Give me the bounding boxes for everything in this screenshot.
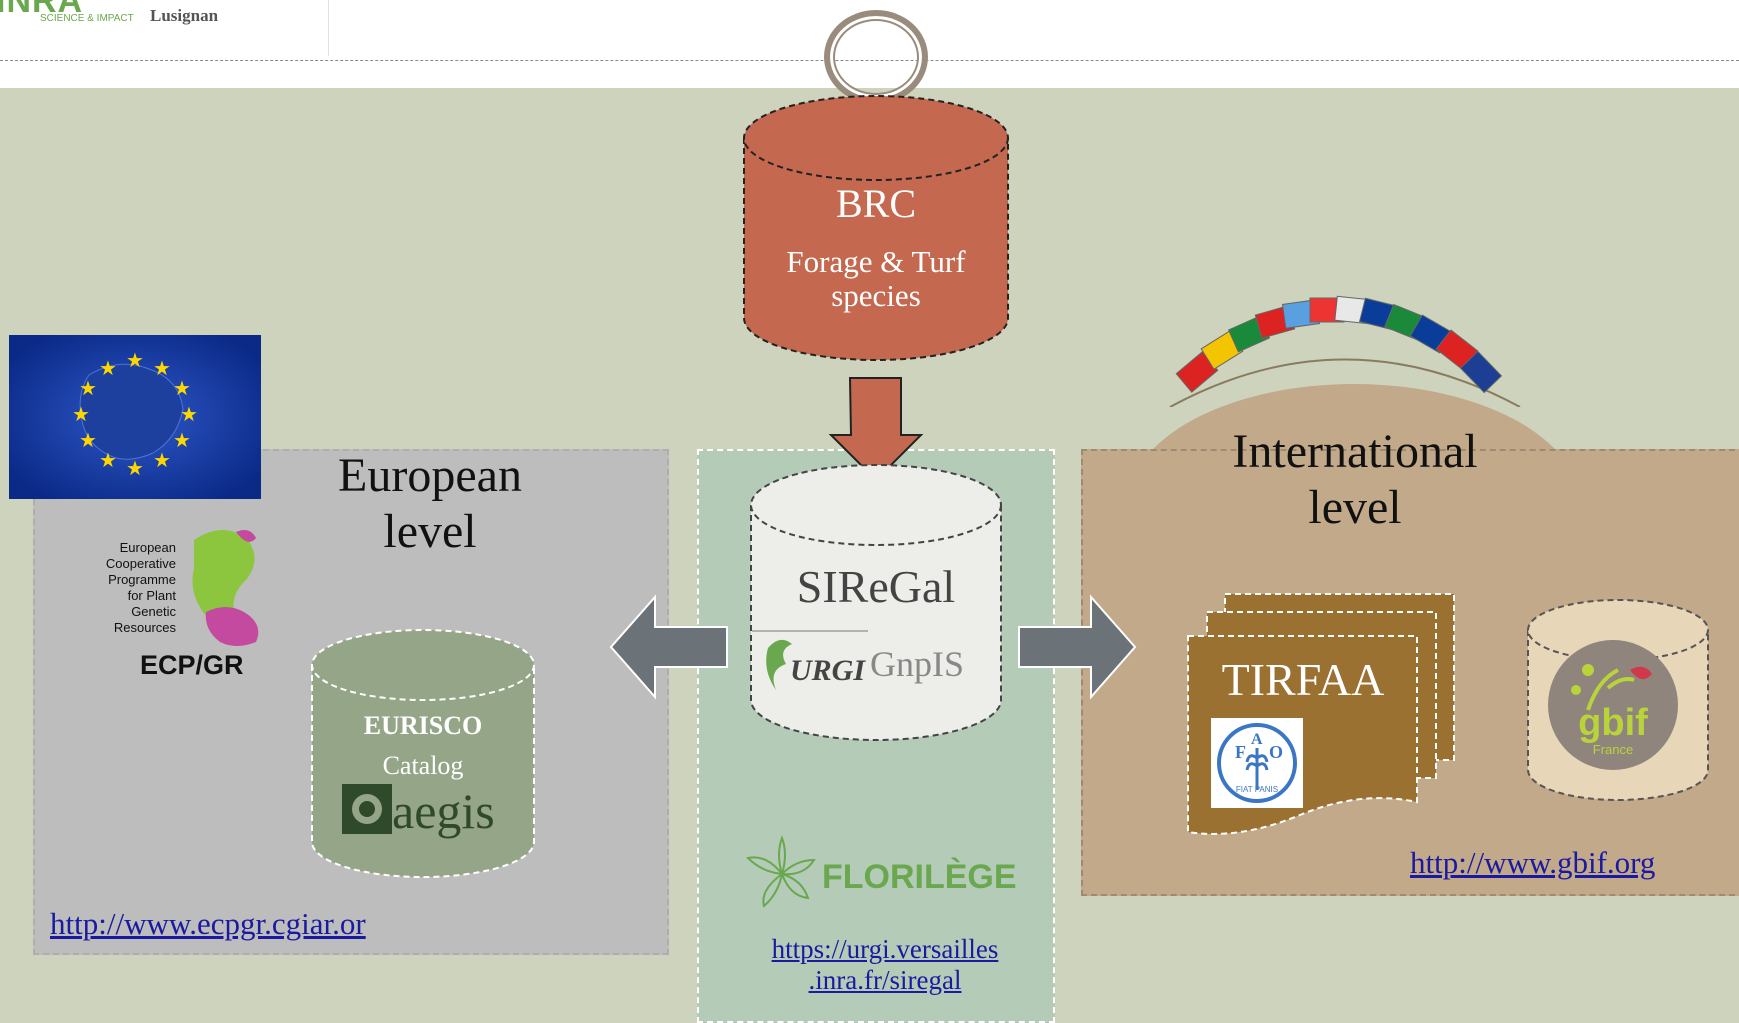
svg-text:★: ★: [173, 430, 191, 452]
svg-text:★: ★: [79, 430, 97, 452]
siregal-database-cylinder: SIReGal URGI GnpIS: [750, 464, 1002, 741]
aegis-label: aegis: [392, 783, 495, 839]
siregal-title: SIReGal: [797, 561, 955, 612]
svg-text:★: ★: [72, 404, 90, 426]
gbif-logo: gbif France: [1548, 640, 1678, 770]
eu-flag-icon: ★★★ ★★★ ★★★ ★★★: [9, 335, 261, 499]
urgi-label: URGI: [790, 654, 866, 687]
fao-logo: F A O FIAT PANIS: [1211, 718, 1303, 808]
ecpgr-name: ECP/GR: [140, 650, 244, 680]
fao-motto: FIAT PANIS: [1235, 785, 1279, 794]
svg-text:O: O: [1269, 742, 1283, 762]
ecpgr-link[interactable]: http://www.ecpgr.cgiar.or: [50, 906, 366, 941]
svg-text:★: ★: [99, 358, 117, 380]
svg-text:★: ★: [153, 450, 171, 472]
aegis-logo: aegis: [342, 783, 495, 839]
svg-text:A: A: [1251, 731, 1263, 748]
eurisco-database-cylinder: EURISCO Catalog aegis: [311, 629, 535, 878]
brc-subtitle-line2: species: [831, 278, 921, 313]
svg-text:★: ★: [79, 378, 97, 400]
siregal-link[interactable]: https://urgi.versailles .inra.fr/siregal: [771, 934, 999, 995]
svg-text:★: ★: [99, 450, 117, 472]
svg-text:★: ★: [173, 378, 191, 400]
gbif-link[interactable]: http://www.gbif.org: [1410, 845, 1656, 880]
inra-tagline: SCIENCE & IMPACT: [40, 13, 134, 24]
european-level-title: European level: [338, 449, 522, 558]
down-arrow: [828, 377, 924, 482]
svg-text:F: F: [1235, 742, 1246, 762]
brc-database-cylinder: BRC Forage & Turf species: [743, 95, 1009, 361]
tirfaa-label: TIRFAA: [1222, 654, 1385, 705]
site-name: Lusignan: [150, 6, 219, 25]
inra-logo: INRA: [0, 0, 84, 20]
world-flags-icon: [1169, 295, 1521, 407]
gbif-label: gbif: [1578, 702, 1648, 744]
left-arrow: [609, 594, 728, 700]
international-level-title: International level: [1232, 425, 1478, 534]
svg-text:★: ★: [180, 404, 198, 426]
svg-text:★: ★: [153, 358, 171, 380]
eurisco-subtitle: Catalog: [383, 751, 464, 780]
florilege-logo: FLORILÈGE: [742, 832, 1017, 916]
brc-subtitle-line1: Forage & Turf: [786, 244, 966, 279]
right-arrow: [1018, 594, 1137, 700]
eurisco-title: EURISCO: [364, 711, 482, 740]
gbif-sub: France: [1592, 742, 1634, 757]
gnpis-label: GnpIS: [870, 644, 964, 684]
svg-text:★: ★: [126, 350, 144, 372]
urgi-logo: URGI: [766, 639, 866, 690]
brc-title: BRC: [836, 181, 916, 226]
ecpgr-logo: European Cooperative Programme for Plant…: [86, 522, 276, 682]
florilege-label: FLORILÈGE: [822, 858, 1017, 896]
svg-text:★: ★: [126, 458, 144, 480]
header-divider: [328, 0, 329, 56]
